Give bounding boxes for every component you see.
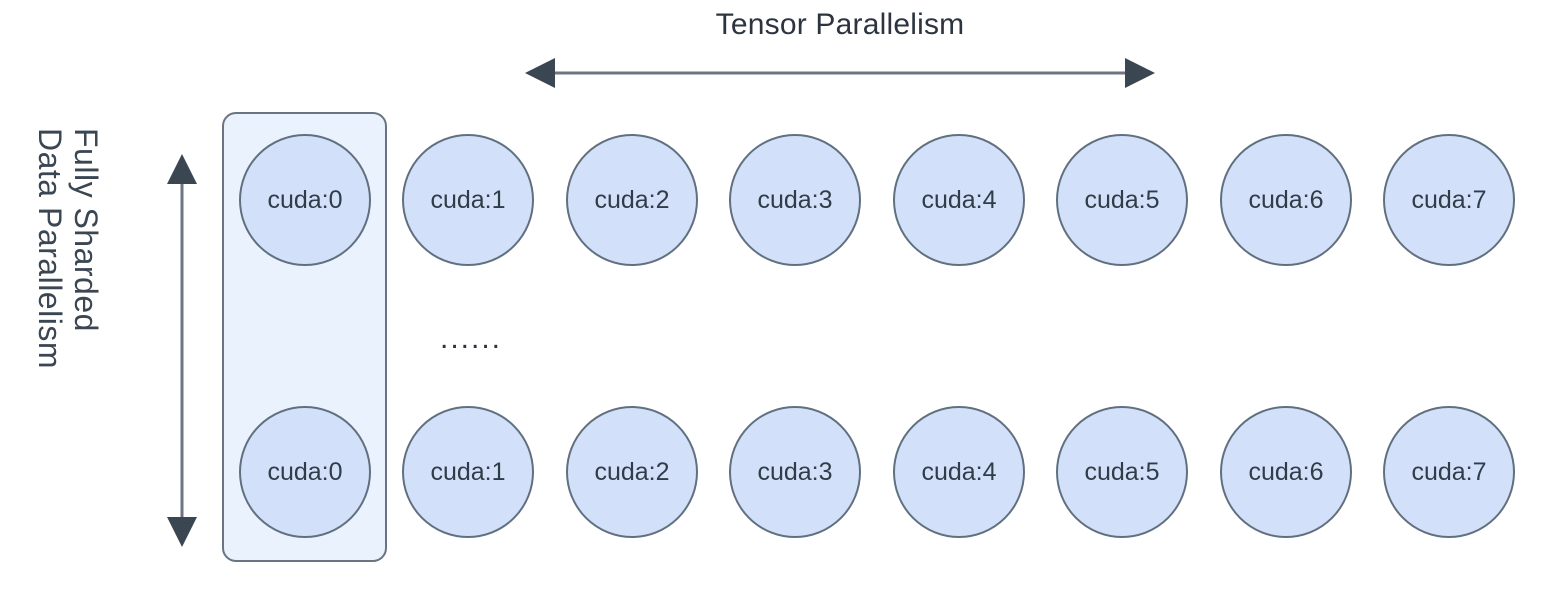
gpu-circle-top-row-0: cuda:0 [239, 134, 371, 266]
fsdp-axis-label: Fully Sharded Data Parallelism [0, 0, 160, 610]
gpu-circle-bottom-row-4: cuda:4 [893, 406, 1025, 538]
gpu-circle-top-row-5: cuda:5 [1056, 134, 1188, 266]
gpu-circle-top-row-3: cuda:3 [729, 134, 861, 266]
gpu-circle-bottom-row-7: cuda:7 [1383, 406, 1515, 538]
gpu-circle-bottom-row-2: cuda:2 [566, 406, 698, 538]
page-title: Tensor Parallelism [715, 8, 965, 41]
fsdp-label-line-2: Data Parallelism [32, 128, 68, 369]
fsdp-label-line-1: Fully Sharded [68, 128, 104, 332]
gpu-circle-bottom-row-3: cuda:3 [729, 406, 861, 538]
gpu-circle-bottom-row-1: cuda:1 [402, 406, 534, 538]
gpu-circle-top-row-1: cuda:1 [402, 134, 534, 266]
gpu-circle-top-row-7: cuda:7 [1383, 134, 1515, 266]
gpu-circle-bottom-row-6: cuda:6 [1220, 406, 1352, 538]
gpu-circle-bottom-row-0: cuda:0 [239, 406, 371, 538]
row-ellipsis: ...... [440, 322, 503, 355]
gpu-circle-top-row-4: cuda:4 [893, 134, 1025, 266]
gpu-circle-top-row-6: cuda:6 [1220, 134, 1352, 266]
gpu-circle-top-row-2: cuda:2 [566, 134, 698, 266]
gpu-circle-bottom-row-5: cuda:5 [1056, 406, 1188, 538]
